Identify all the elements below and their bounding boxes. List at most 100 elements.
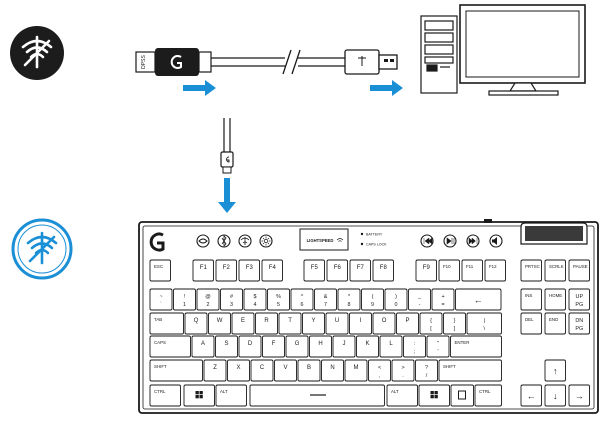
key-b[interactable]: B <box>297 359 321 382</box>
key-t[interactable]: T <box>278 312 302 335</box>
key-s[interactable]: S <box>215 335 238 358</box>
key-9[interactable]: (9 <box>361 288 384 311</box>
key-2[interactable]: @2 <box>196 288 220 311</box>
key-k[interactable]: K <box>356 335 379 358</box>
lightspeed-button[interactable] <box>238 234 252 248</box>
key-y[interactable]: Y <box>302 312 325 335</box>
key-f6[interactable]: F6 <box>326 259 348 282</box>
key-f8[interactable]: F8 <box>372 259 394 282</box>
key-f11[interactable]: F11 <box>461 259 483 282</box>
key-symbol[interactable]: >. <box>391 359 415 382</box>
key-ctrl[interactable]: CTRL <box>149 384 181 407</box>
key-w[interactable]: W <box>208 312 231 335</box>
svg-text:←: ← <box>527 391 536 401</box>
key-4[interactable]: $4 <box>243 288 267 311</box>
key-f1[interactable]: F1 <box>192 259 214 282</box>
key-symbol[interactable]: "' <box>426 335 450 358</box>
key-symbol[interactable]: |\ <box>466 312 502 335</box>
key-symbol[interactable]: }] <box>443 312 466 335</box>
key-p[interactable]: P <box>396 312 419 335</box>
key-g[interactable]: G <box>285 335 309 358</box>
mute-button[interactable] <box>489 234 503 248</box>
key-symbol[interactable]: += <box>431 288 455 311</box>
key-a[interactable]: A <box>191 335 215 358</box>
key-symbol[interactable]: <, <box>368 359 391 382</box>
key-i[interactable]: I <box>349 312 372 335</box>
key-shift[interactable]: SHIFT <box>438 359 502 382</box>
key-f10[interactable]: F10 <box>438 259 460 282</box>
key-m[interactable]: M <box>344 359 368 382</box>
key-caps[interactable]: CAPS <box>149 335 191 358</box>
bluetooth-button[interactable] <box>217 234 231 248</box>
key-shift[interactable]: SHIFT <box>149 359 203 382</box>
key-1[interactable]: !1 <box>173 288 196 311</box>
key-u[interactable]: U <box>325 312 349 335</box>
game-mode-button[interactable] <box>196 234 210 248</box>
key-f2[interactable]: F2 <box>215 259 237 282</box>
key-j[interactable]: J <box>332 335 356 358</box>
key-z[interactable]: Z <box>203 359 227 382</box>
key-f7[interactable]: F7 <box>349 259 371 282</box>
key-3[interactable]: #3 <box>220 288 243 311</box>
key-symbol[interactable]: ← <box>455 288 502 311</box>
key-r[interactable]: R <box>255 312 278 335</box>
key-space[interactable] <box>249 384 385 407</box>
key-l[interactable]: L <box>379 335 403 358</box>
key-symbol[interactable]: ↓ <box>544 384 566 407</box>
key-enter[interactable]: ENTER <box>450 335 502 358</box>
key-q[interactable]: Q <box>184 312 208 335</box>
key-7[interactable]: &7 <box>314 288 337 311</box>
key-f3[interactable]: F3 <box>238 259 260 282</box>
key-symbol[interactable]: ?/ <box>415 359 438 382</box>
key-symbol[interactable]: {[ <box>419 312 443 335</box>
key-6[interactable]: ^6 <box>290 288 314 311</box>
key-symbol[interactable]: _- <box>408 288 431 311</box>
previous-track-button[interactable] <box>420 234 434 248</box>
key-symbol[interactable]: :; <box>403 335 426 358</box>
key-ins[interactable]: INS <box>520 288 542 311</box>
key-prtsc[interactable]: PRTSC <box>520 259 542 282</box>
key-o[interactable]: O <box>372 312 396 335</box>
key-menu[interactable] <box>450 384 474 407</box>
key-e[interactable]: E <box>231 312 255 335</box>
key-scrlk[interactable]: SCRLK <box>544 259 566 282</box>
key-d[interactable]: D <box>238 335 262 358</box>
next-track-button[interactable] <box>466 234 480 248</box>
key-symbol[interactable]: ↑ <box>544 359 566 382</box>
key-del[interactable]: DEL <box>520 312 542 335</box>
key-0[interactable]: )0 <box>384 288 408 311</box>
key-windows-right[interactable] <box>418 384 450 407</box>
key-h[interactable]: H <box>309 335 332 358</box>
key-tab[interactable]: TAB <box>149 312 184 335</box>
key-f5[interactable]: F5 <box>303 259 325 282</box>
key-8[interactable]: *8 <box>337 288 361 311</box>
key-f[interactable]: F <box>262 335 285 358</box>
key-pause[interactable]: PAUSE <box>568 259 590 282</box>
key-f4[interactable]: F4 <box>261 259 283 282</box>
key-5[interactable]: %5 <box>267 288 290 311</box>
key-symbol[interactable]: ~` <box>149 288 173 311</box>
play-pause-button[interactable] <box>443 234 457 248</box>
key-esc[interactable]: ESC <box>149 259 171 282</box>
lighting-button[interactable] <box>259 234 273 248</box>
key-x[interactable]: X <box>227 359 250 382</box>
key-f9[interactable]: F9 <box>415 259 437 282</box>
volume-roller[interactable] <box>520 222 588 245</box>
svg-text:8: 8 <box>348 302 351 308</box>
key-home[interactable]: HOME <box>544 288 566 311</box>
key-n[interactable]: N <box>321 359 344 382</box>
key-f12[interactable]: F12 <box>484 259 506 282</box>
key-symbol[interactable]: ← <box>520 384 542 407</box>
key-windows[interactable] <box>183 384 215 407</box>
key-alt[interactable]: ALT <box>215 384 247 407</box>
key-v[interactable]: V <box>274 359 297 382</box>
key-end[interactable]: END <box>544 312 566 335</box>
key-symbol[interactable]: → <box>568 384 590 407</box>
svg-text:V: V <box>284 365 288 371</box>
key-c[interactable]: C <box>250 359 274 382</box>
key-label: $4 <box>254 294 257 308</box>
key-ctrl[interactable]: CTRL <box>474 384 502 407</box>
key-alt[interactable]: ALT <box>386 384 418 407</box>
